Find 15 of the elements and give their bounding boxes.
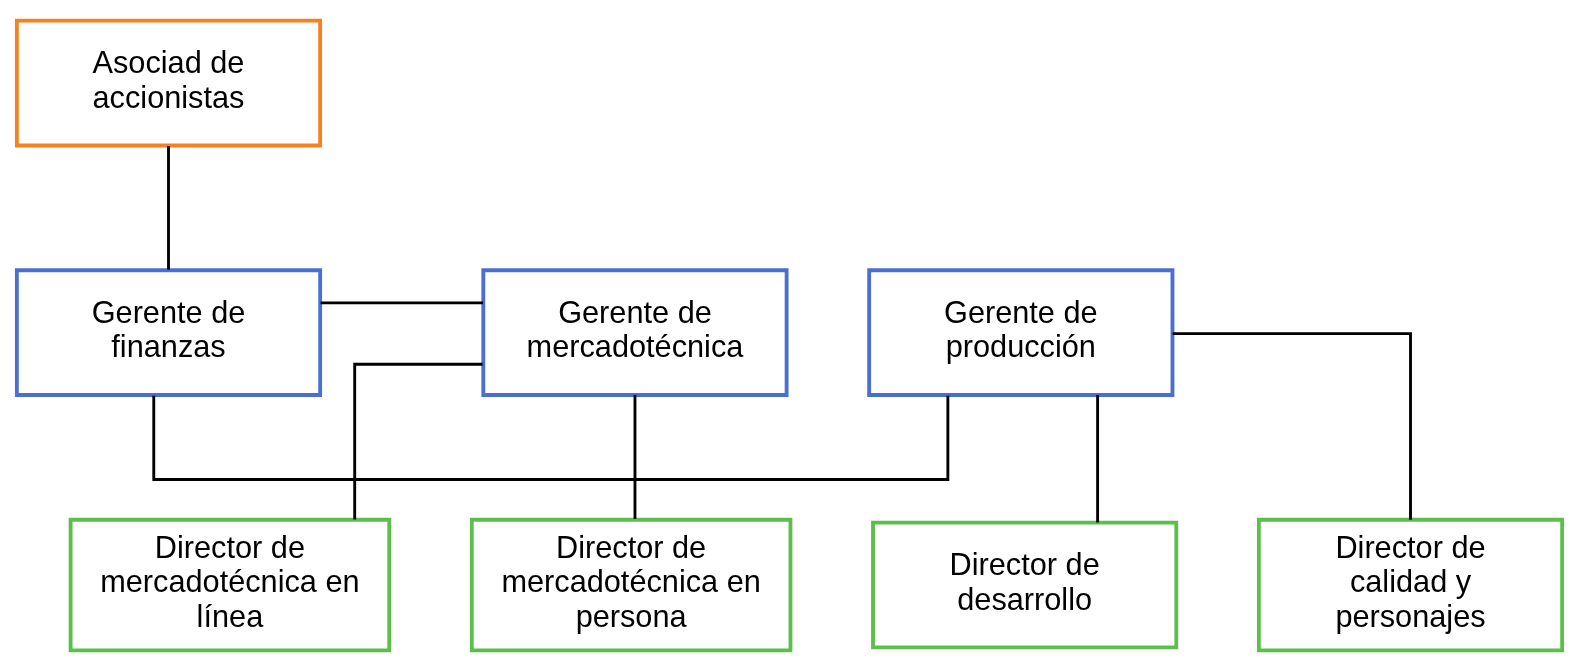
connector [1096,394,1100,522]
connector [152,395,950,481]
node-box: Gerente de producción [867,267,1175,397]
node-box: Asociad de accionistas [14,18,323,147]
node-box: Gerente de mercadotécnica [481,267,789,397]
node-box: Gerente de finanzas [14,267,323,397]
node-box: Director de mercadotécnica en persona [469,517,793,652]
connector [167,145,170,270]
connector [353,362,483,519]
node-box: Director de desarrollo [871,520,1179,649]
node-box: Director de mercadotécnica en línea [68,517,392,652]
connector [320,300,484,304]
node-box: Director de calidad y personajes [1256,517,1565,652]
connector [633,394,637,519]
connector [1172,331,1412,520]
